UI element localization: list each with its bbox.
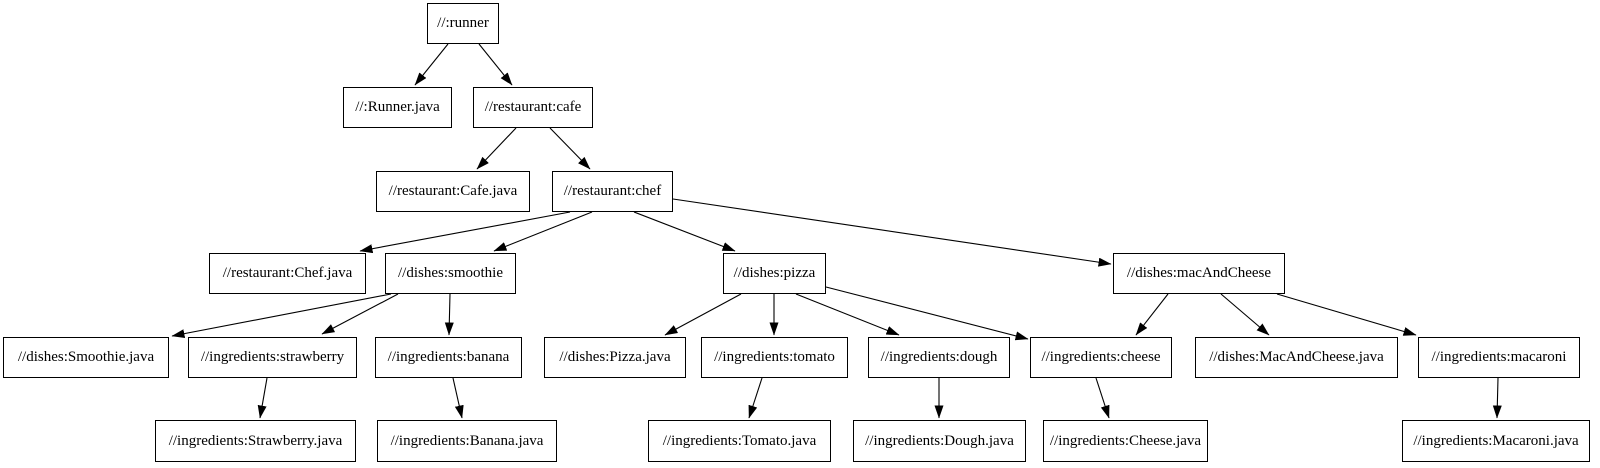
node-label: //dishes:Pizza.java [559,349,671,365]
edge-macaroni-to-macaroni-java [1492,377,1502,419]
node-label: //ingredients:dough [880,349,998,365]
edge-chef-to-pizza [633,211,736,252]
graph-node-chef-java: //restaurant:Chef.java [209,253,366,294]
node-label: //dishes:Smoothie.java [17,349,155,365]
edge-pizza-to-cheese [825,286,1029,341]
node-label: //dishes:pizza [733,265,816,281]
node-label: //ingredients:macaroni [1431,349,1567,365]
graph-node-cafe-java: //restaurant:Cafe.java [376,171,530,212]
node-label: //ingredients:cheese [1041,349,1161,365]
node-label: //restaurant:Cafe.java [388,183,518,199]
graph-node-strawberry-java: //ingredients:Strawberry.java [155,420,356,462]
node-label: //dishes:smoothie [398,265,503,281]
node-label: //restaurant:Chef.java [222,265,353,281]
graph-node-pizza-java: //dishes:Pizza.java [544,337,686,378]
edge-banana-to-banana-java [452,377,464,419]
node-label: //ingredients:Dough.java [865,432,1014,449]
node-label: //dishes:MacAndCheese.java [1209,349,1384,365]
edge-runner-to-runner-java [414,43,449,86]
graph-node-macandcheese-java: //dishes:MacAndCheese.java [1195,337,1398,378]
graph-node-runner-java: //:Runner.java [343,87,452,128]
node-label: //restaurant:chef [563,183,662,199]
node-label: //ingredients:Banana.java [390,432,544,449]
graph-node-runner: //:runner [427,3,499,44]
graph-node-macaroni-java: //ingredients:Macaroni.java [1402,420,1590,462]
edge-pizza-to-dough [795,293,900,336]
graph-node-cafe: //restaurant:cafe [473,87,593,128]
edge-cafe-to-cafe-java [476,127,517,170]
edge-macandcheese-to-macaroni [1276,293,1417,336]
graph-node-tomato: //ingredients:tomato [701,337,848,378]
graph-node-macandcheese: //dishes:macAndCheese [1113,253,1285,294]
graph-node-cheese-java: //ingredients:Cheese.java [1043,420,1208,462]
graph-node-banana: //ingredients:banana [375,337,522,378]
edge-cafe-to-chef [549,127,591,170]
graph-node-chef: //restaurant:chef [552,171,673,212]
graph-node-tomato-java: //ingredients:Tomato.java [648,420,831,462]
edge-chef-to-smoothie [493,211,593,252]
node-label: //:Runner.java [355,99,440,115]
node-label: //ingredients:strawberry [200,349,345,365]
graph-node-smoothie: //dishes:smoothie [385,253,516,294]
edge-runner-to-cafe [478,43,513,86]
graph-node-smoothie-java: //dishes:Smoothie.java [3,337,169,378]
edge-strawberry-to-strawberry-java [257,377,268,419]
node-label: //dishes:macAndCheese [1126,265,1272,281]
graph-node-pizza: //dishes:pizza [723,253,826,294]
graph-node-cheese: //ingredients:cheese [1030,337,1172,378]
node-label: //ingredients:banana [387,349,510,365]
node-label: //ingredients:Macaroni.java [1413,432,1579,449]
graph-node-banana-java: //ingredients:Banana.java [377,420,557,462]
node-label: //ingredients:Strawberry.java [168,432,343,449]
graph-node-dough-java: //ingredients:Dough.java [853,420,1026,462]
graph-node-macaroni: //ingredients:macaroni [1418,337,1580,378]
edge-smoothie-to-smoothie-java [171,293,392,339]
graph-node-strawberry: //ingredients:strawberry [188,337,357,378]
edge-cheese-to-cheese-java [1095,377,1110,419]
node-label: //:runner [437,15,489,31]
node-label: //ingredients:Tomato.java [662,432,817,449]
edge-chef-to-chef-java [359,211,571,254]
edge-tomato-to-tomato-java [748,377,763,419]
node-label: //ingredients:Cheese.java [1049,432,1202,449]
edge-macandcheese-to-cheese [1135,293,1169,336]
graph-node-dough: //ingredients:dough [868,337,1010,378]
edge-smoothie-to-strawberry [321,293,399,335]
node-label: //ingredients:tomato [714,349,835,365]
edge-smoothie-to-banana [444,293,454,336]
node-label: //restaurant:cafe [484,99,582,115]
edge-macandcheese-to-macandcheese-java [1220,293,1270,336]
edge-pizza-to-pizza-java [664,293,742,336]
